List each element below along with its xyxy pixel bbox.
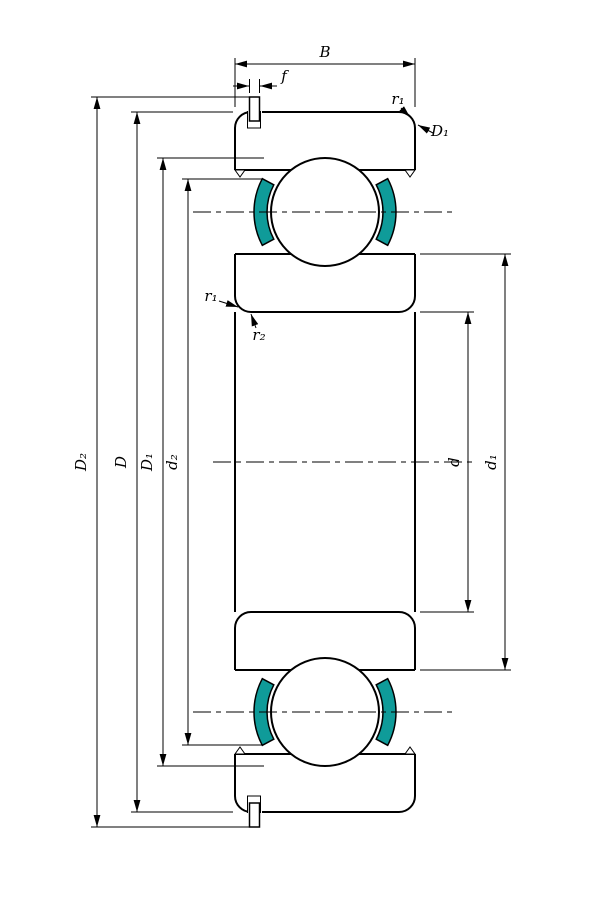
land-notch-top-left xyxy=(234,169,246,178)
callout-r2-mid: r₂ xyxy=(250,313,266,344)
land-notch-bottom-left xyxy=(234,746,246,755)
dim-label-r1-top: r₁ xyxy=(391,90,404,108)
dimension-shoulder-d2: d₂ xyxy=(163,178,262,746)
callout-r1-top: r₁ xyxy=(391,90,411,118)
land-notch-bottom-right xyxy=(404,746,416,755)
dim-label-B: B xyxy=(318,43,330,61)
snap-ring-groove-top xyxy=(247,111,261,129)
leader-line xyxy=(399,106,411,118)
callout-D1-top: D₁ xyxy=(417,122,449,140)
dim-label-D2: D₂ xyxy=(72,453,90,472)
dimension-raceway-D1: D₁ xyxy=(138,157,264,767)
raceway-shoulder-right-top xyxy=(375,177,397,247)
leader-line xyxy=(417,124,434,134)
dimension-inner-shoulder-d1: d₁ xyxy=(420,253,511,671)
dim-label-r2-mid: r₂ xyxy=(252,326,265,344)
dim-label-D1-left: D₁ xyxy=(138,453,156,472)
dimension-width-B: B xyxy=(234,43,416,107)
dim-label-d2: d₂ xyxy=(163,454,181,470)
bearing-section-top xyxy=(233,96,417,313)
dim-label-D1-top: D₁ xyxy=(430,122,449,140)
raceway-shoulder-right-bottom xyxy=(375,677,397,747)
bearing-section-bottom xyxy=(233,611,417,828)
land-notch-top-right xyxy=(404,169,416,178)
snap-ring-bottom xyxy=(248,802,261,828)
dim-label-r1-mid: r₁ xyxy=(204,287,217,305)
dimension-outside-diameter-D: D xyxy=(112,111,233,813)
dimension-snap-ring-od-D2: D₂ xyxy=(72,96,249,828)
leader-line xyxy=(250,313,259,329)
dimension-snap-ring-f: f xyxy=(233,67,289,93)
dim-label-d1: d₁ xyxy=(482,454,500,470)
leader-line xyxy=(218,300,239,308)
dim-label-d: d xyxy=(445,457,463,467)
snap-ring-top xyxy=(248,96,261,122)
dim-label-D: D xyxy=(112,456,130,469)
dimension-bore-d: d xyxy=(420,311,474,613)
dim-label-f: f xyxy=(280,67,289,85)
snap-ring-groove-bottom xyxy=(247,795,261,813)
callout-r1-mid: r₁ xyxy=(204,287,239,308)
